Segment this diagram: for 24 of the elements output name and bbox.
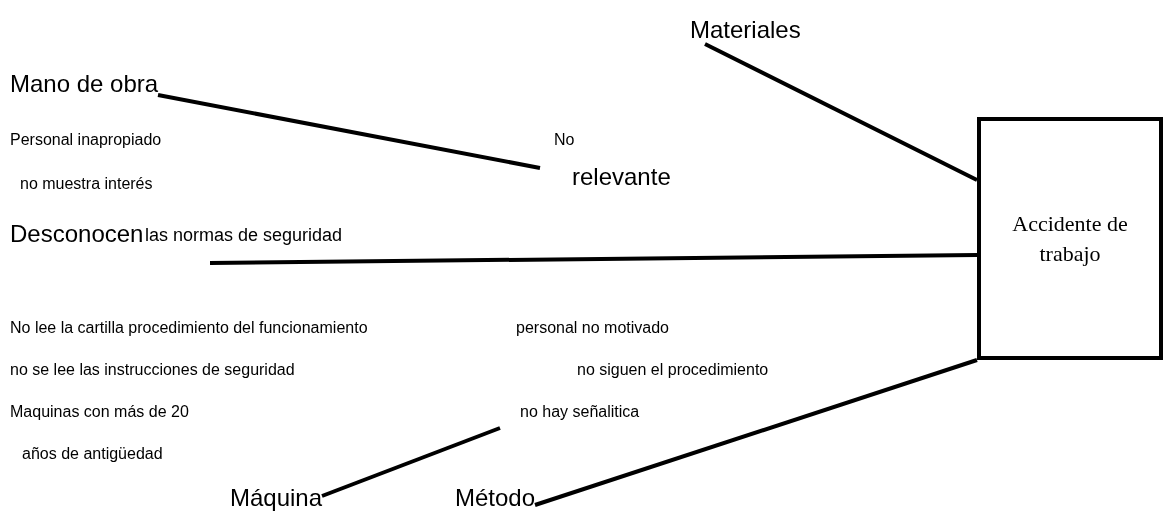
cause-text: No lee la cartilla procedimiento del funcionamiento — [10, 318, 368, 338]
category-label: Materiales — [690, 16, 801, 44]
cause-text: no siguen el procedimiento — [577, 360, 769, 380]
cause-text: las normas de seguridad — [145, 224, 343, 246]
effect-text: Accidente de trabajo — [1011, 209, 1129, 268]
cause-text: Maquinas con más de 20 — [10, 402, 189, 422]
bone-line — [157, 93, 541, 170]
category-label: Método — [455, 484, 536, 512]
category-label: Mano de obra — [10, 70, 159, 98]
category-label: Máquina — [230, 484, 323, 512]
cause-text: no hay señalitica — [520, 402, 640, 422]
bone-line — [210, 253, 977, 265]
cause-text: relevante — [572, 163, 671, 191]
bone-line — [704, 42, 978, 182]
cause-text: Personal inapropiado — [10, 130, 162, 150]
effect-box — [977, 117, 1163, 360]
cause-text: años de antigüedad — [22, 444, 163, 464]
cause-text: no muestra interés — [20, 174, 153, 194]
bone-line — [321, 426, 501, 498]
cause-text: No — [554, 130, 575, 150]
cause-text: no se lee las instrucciones de seguridad — [10, 360, 295, 380]
cause-text: Desconocen — [10, 220, 144, 248]
cause-text: personal no motivado — [516, 318, 669, 338]
bone-line — [534, 358, 978, 507]
